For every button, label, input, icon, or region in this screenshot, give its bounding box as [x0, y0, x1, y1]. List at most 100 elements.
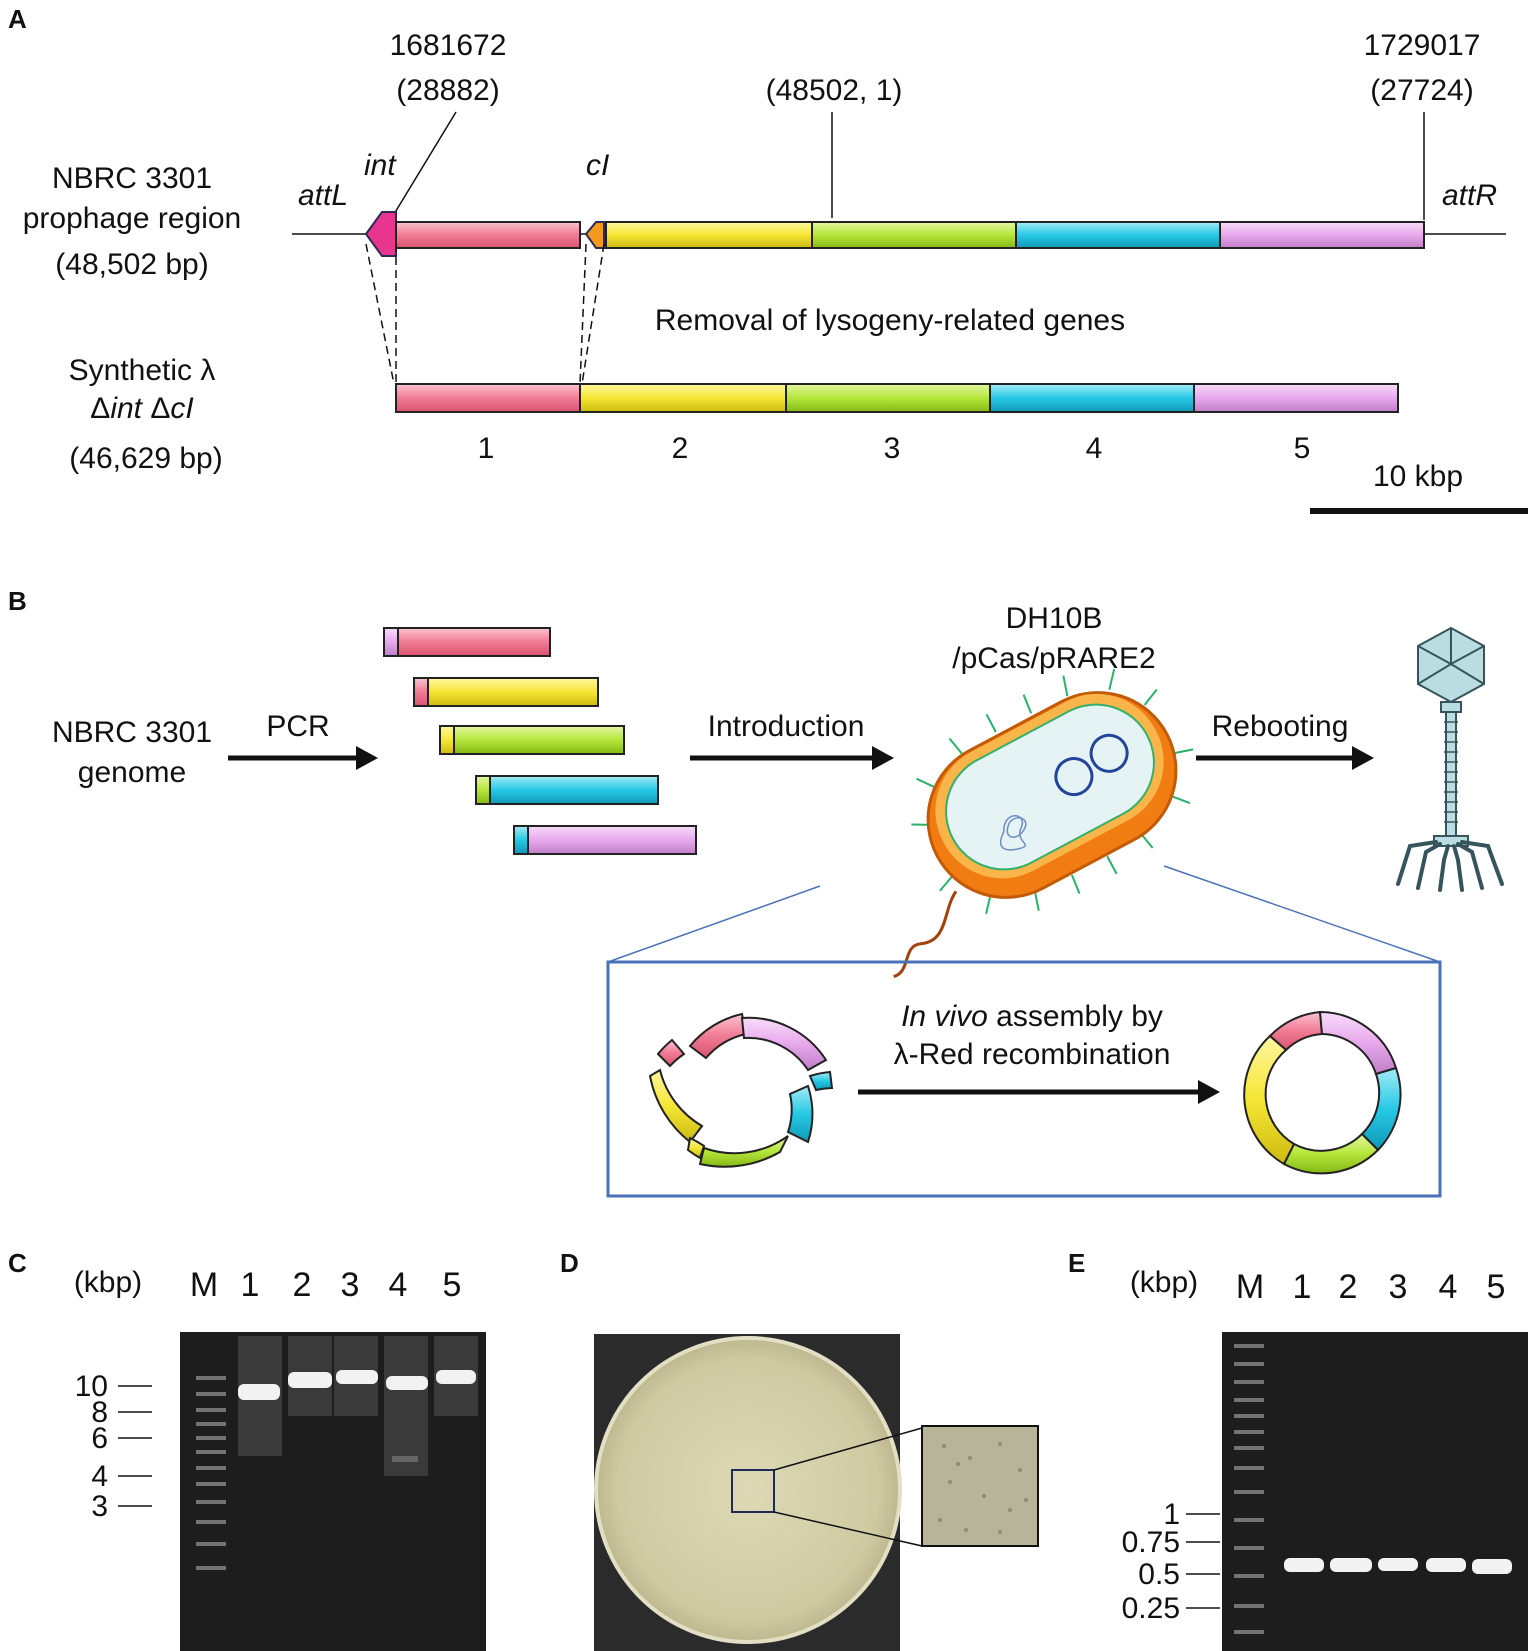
gel-e-lane-2: 2 — [1339, 1268, 1358, 1306]
prophage-segment-3 — [811, 221, 1017, 249]
fragment-label-4: 4 — [1086, 432, 1103, 465]
plaque-plate-photo — [594, 1334, 1039, 1651]
gel-e-marker-1: 1 — [1163, 1498, 1180, 1531]
gel-e-lane-labels: M 1 2 3 4 5 — [1236, 1268, 1506, 1306]
gel-c-marker-8: 8 — [91, 1396, 108, 1429]
phage-icon — [1396, 626, 1504, 892]
fragment-arcs — [648, 1012, 834, 1168]
gel-e-image — [1222, 1332, 1528, 1651]
coord-right: 1729017 — [1364, 29, 1481, 62]
panel-label-b: B — [8, 586, 27, 616]
synthetic-segment-4 — [989, 383, 1195, 413]
rebooting-arrow — [1196, 746, 1374, 770]
pcr-fragment-5 — [527, 825, 697, 855]
gel-c-lane-2: 2 — [293, 1266, 312, 1304]
prophage-label-3: (48,502 bp) — [55, 248, 208, 281]
panel-label-e: E — [1068, 1248, 1085, 1278]
gel-c-marker-3: 3 — [91, 1490, 108, 1523]
coord-left-sub: (28882) — [396, 74, 499, 107]
gel-c-lane-4: 4 — [389, 1266, 408, 1304]
synthetic-segment-3 — [785, 383, 991, 413]
pcr-fragments — [383, 627, 697, 855]
gel-e-lane-5: 5 — [1487, 1268, 1506, 1306]
zoom-line-right — [1163, 865, 1441, 963]
cI-gene-marker — [584, 221, 605, 249]
bacterium-icon — [893, 668, 1194, 979]
coord-left: 1681672 — [390, 29, 507, 62]
assembly-arrow — [858, 1080, 1220, 1104]
fragment-label-5: 5 — [1294, 432, 1311, 465]
gel-c-lane-labels: M 1 2 3 4 5 — [190, 1266, 462, 1304]
fragment-label-3: 3 — [884, 432, 901, 465]
removal-label: Removal of lysogeny-related genes — [655, 304, 1125, 337]
assembly-label-1: In vivo assembly by — [901, 1000, 1163, 1033]
cI-label: cI — [586, 149, 609, 182]
assembly-box — [606, 960, 1442, 1198]
scale-bar-label: 10 kbp — [1373, 460, 1463, 493]
introduction-arrow — [690, 746, 894, 770]
prophage-segment-5 — [1219, 221, 1425, 249]
fragment-label-2: 2 — [672, 432, 689, 465]
plaque-zoom-inset — [921, 1425, 1039, 1547]
prophage-segment-1 — [395, 221, 581, 249]
gel-e-marker-0.75: 0.75 — [1122, 1526, 1180, 1559]
gel-c-image — [180, 1332, 486, 1651]
synthetic-label-2: Δint ΔcI — [90, 392, 193, 425]
prophage-segments — [395, 221, 1425, 249]
host-label-2: /pCas/pRARE2 — [952, 642, 1155, 675]
prophage-label-1: NBRC 3301 — [52, 162, 212, 195]
gel-c-markers: 10 8 6 4 3 — [75, 1370, 152, 1523]
synthetic-label-1: Synthetic λ — [69, 354, 216, 387]
genome-label-2: genome — [78, 756, 186, 789]
attR-label: attR — [1442, 179, 1497, 212]
pcr-fragment-3 — [453, 725, 625, 755]
gel-e-marker-0.5: 0.5 — [1138, 1558, 1180, 1591]
deletion-guides — [365, 243, 605, 385]
synthetic-segment-1 — [395, 383, 581, 413]
gel-c-marker-10: 10 — [75, 1370, 108, 1403]
panel-label-d: D — [560, 1248, 579, 1278]
panel-label-a: A — [8, 4, 27, 34]
pcr-fragment-1 — [397, 627, 551, 657]
synthetic-segment-5 — [1193, 383, 1399, 413]
assembly-label-2: λ-Red recombination — [894, 1038, 1171, 1071]
pcr-fragment-4 — [489, 775, 659, 805]
host-label-1: DH10B — [1006, 602, 1103, 635]
gel-c-lane-3: 3 — [341, 1266, 360, 1304]
gel-c-lane-5: 5 — [443, 1266, 462, 1304]
gel-e-unit: (kbp) — [1130, 1266, 1198, 1299]
gel-c-lane-1: 1 — [241, 1266, 260, 1304]
pointer-left — [387, 111, 457, 225]
pcr-fragment-2 — [427, 677, 599, 707]
prophage-segment-4 — [1015, 221, 1221, 249]
fragment-label-1: 1 — [478, 432, 495, 465]
int-gene-marker — [364, 211, 397, 257]
introduction-label: Introduction — [708, 710, 865, 743]
assembled-genome-ring — [1243, 1010, 1402, 1175]
pcr-arrow — [228, 746, 378, 770]
gel-e-marker-0.25: 0.25 — [1122, 1592, 1180, 1625]
genome-label-1: NBRC 3301 — [52, 716, 212, 749]
gel-e-lane-4: 4 — [1439, 1268, 1458, 1306]
rebooting-label: Rebooting — [1212, 710, 1349, 743]
int-label: int — [364, 149, 397, 182]
panel-label-c: C — [8, 1248, 27, 1278]
gel-e-lane-M: M — [1236, 1268, 1264, 1306]
gel-c-marker-4: 4 — [91, 1460, 108, 1493]
gel-e-markers: 1 0.75 0.5 0.25 — [1122, 1498, 1220, 1625]
gel-c-unit: (kbp) — [74, 1266, 142, 1299]
scale-bar — [1310, 508, 1528, 514]
coord-mid: (48502, 1) — [766, 74, 903, 107]
coord-right-sub: (27724) — [1370, 74, 1473, 107]
attL-label: attL — [298, 179, 348, 212]
synthetic-segments — [395, 383, 1399, 413]
gel-e-lane-1: 1 — [1293, 1268, 1312, 1306]
synthetic-label-3: (46,629 bp) — [69, 442, 222, 475]
pcr-label: PCR — [266, 710, 329, 743]
gel-c-lane-M: M — [190, 1266, 218, 1304]
zoom-line-left — [607, 885, 821, 963]
prophage-label-2: prophage region — [23, 202, 242, 235]
synthetic-segment-2 — [579, 383, 787, 413]
prophage-segment-2 — [605, 221, 813, 249]
